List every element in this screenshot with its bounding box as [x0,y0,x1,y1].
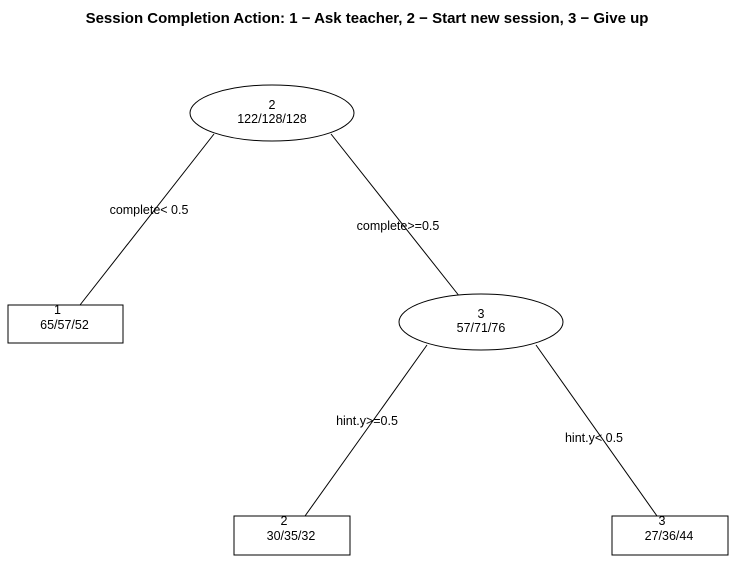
node-counts-label: 30/35/32 [267,529,316,543]
split-node-ellipse [189,84,355,142]
tree-edge-root-to-inner-right [330,133,461,298]
node-counts-label: 122/128/128 [237,112,307,126]
split-condition-label: hint.y< 0.5 [565,431,623,445]
node-class-label: 2 [281,514,288,528]
tree-node-leaf-mid: 230/35/32 [233,514,351,556]
node-class-label: 3 [659,514,666,528]
tree-node-leaf-left: 165/57/52 [7,303,124,344]
node-counts-label: 65/57/52 [40,318,89,332]
split-node-ellipse [398,293,564,351]
leaf-node-box [7,304,124,344]
node-counts-label: 57/71/76 [457,321,506,335]
tree-node-inner-right: 357/71/76 [398,293,564,351]
node-counts-label: 27/36/44 [645,529,694,543]
split-condition-label: complete< 0.5 [110,203,189,217]
tree-node-leaf-right: 327/36/44 [611,514,729,556]
split-condition-label: complete>=0.5 [357,219,440,233]
split-condition-label: hint.y>=0.5 [336,414,398,428]
tree-edge-root-to-leaf-left [79,133,215,306]
node-class-label: 2 [269,98,276,112]
tree-edge-inner-right-to-leaf-right [535,344,658,517]
edges-layer: complete< 0.5 complete>=0.5 hint.y>=0.5 hin… [79,133,658,517]
node-class-label: 3 [478,307,485,321]
node-class-label: 1 [54,303,61,317]
nodes-layer: 2122/128/128165/57/52357/71/76230/35/323… [7,84,729,556]
leaf-node-box [233,515,351,556]
leaf-node-box [611,515,729,556]
tree-edge-inner-right-to-leaf-mid [304,344,428,517]
diagram-title: Session Completion Action: 1 − Ask teach… [86,10,649,27]
